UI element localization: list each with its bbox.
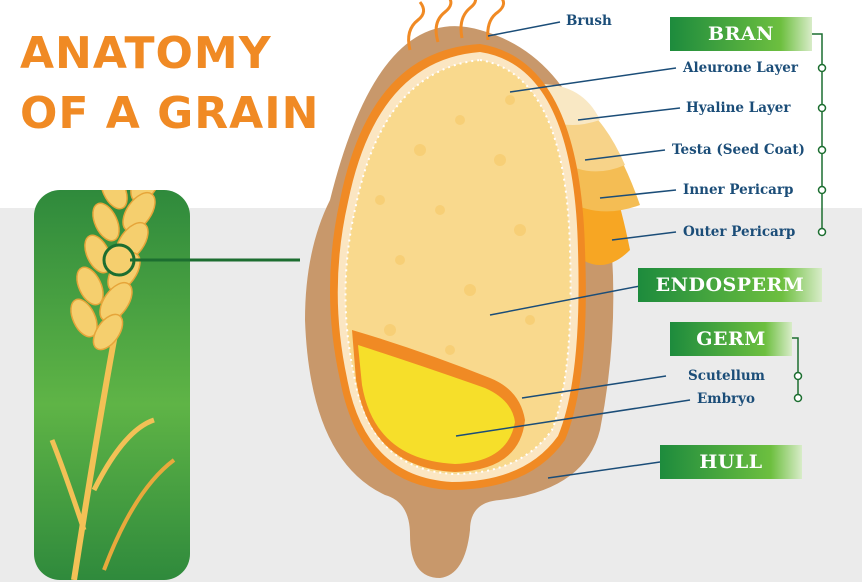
label-testa: Testa (Seed Coat) <box>672 142 805 158</box>
label-scutellum: Scutellum <box>688 368 765 384</box>
hull-ribbon: HULL <box>660 445 802 479</box>
page-title-line-2: OF A GRAIN <box>20 88 320 139</box>
label-hyaline-layer: Hyaline Layer <box>686 100 791 116</box>
bran-bracket <box>812 33 827 237</box>
page-title-line-1: ANATOMY <box>20 28 272 79</box>
label-inner-pericarp: Inner Pericarp <box>683 182 794 198</box>
leader-lines <box>455 21 691 479</box>
wheat-stalk-panel <box>34 190 190 580</box>
germ-bracket <box>792 337 803 403</box>
bran-ribbon: BRAN <box>670 17 812 51</box>
germ-ribbon: GERM <box>670 322 792 356</box>
label-brush: Brush <box>566 13 612 29</box>
embryo-shape <box>358 345 515 464</box>
wheat-stalk-illustration <box>49 190 176 580</box>
label-aleurone-layer: Aleurone Layer <box>683 60 799 76</box>
label-embryo: Embryo <box>697 391 755 407</box>
label-outer-pericarp: Outer Pericarp <box>683 224 796 240</box>
endosperm-ribbon: ENDOSPERM <box>638 268 822 302</box>
brush-hairs <box>407 0 505 51</box>
